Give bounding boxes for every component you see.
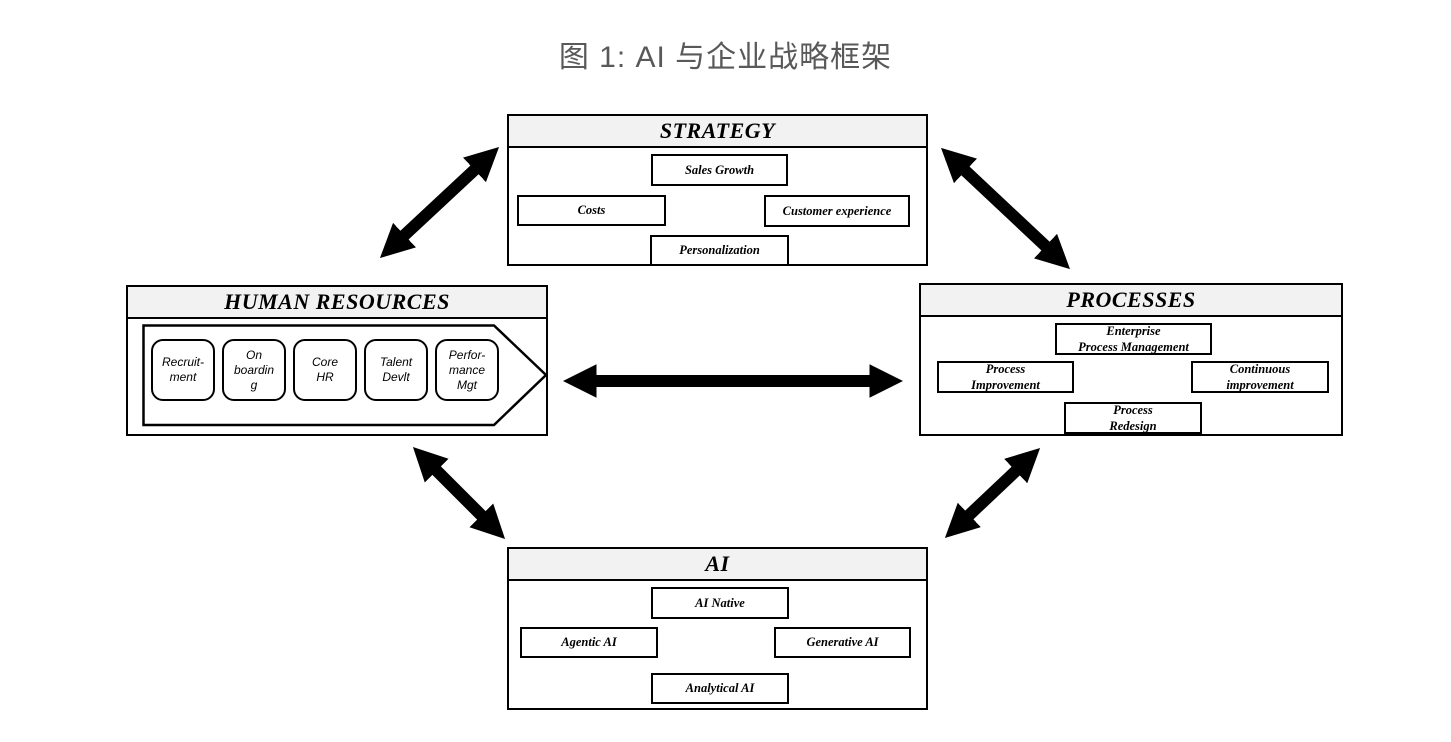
hr-stage-performance-mgt: Perfor- mance Mgt bbox=[435, 339, 499, 401]
processes-panel: PROCESSES Enterprise Process Management … bbox=[919, 283, 1343, 436]
ai-header: AI bbox=[509, 549, 926, 581]
ai-box-analytical-ai: Analytical AI bbox=[651, 673, 789, 704]
processes-header: PROCESSES bbox=[921, 285, 1341, 317]
strategy-box-sales-growth: Sales Growth bbox=[651, 154, 788, 186]
hr-stage-core-hr: Core HR bbox=[293, 339, 357, 401]
arrow-hr-strategy bbox=[379, 146, 500, 259]
figure-caption: 图 1: AI 与企业战略框架 bbox=[558, 41, 893, 74]
strategy-header: STRATEGY bbox=[509, 116, 926, 148]
arrow-processes-ai bbox=[944, 447, 1041, 539]
ai-box-ai-native: AI Native bbox=[651, 587, 789, 619]
human-resources-header: HUMAN RESOURCES bbox=[128, 287, 546, 319]
processes-box-process-improvement: Process Improvement bbox=[937, 361, 1074, 393]
hr-stage-row: Recruit- ment On boardin g Core HR Talen… bbox=[151, 339, 499, 401]
ai-panel: AI AI Native Agentic AI Generative AI An… bbox=[507, 547, 928, 710]
processes-box-process-redesign: Process Redesign bbox=[1064, 402, 1202, 434]
processes-box-enterprise-process-management: Enterprise Process Management bbox=[1055, 323, 1212, 355]
strategy-box-costs: Costs bbox=[517, 195, 666, 226]
processes-box-continuous-improvement: Continuous improvement bbox=[1191, 361, 1329, 393]
ai-box-generative-ai: Generative AI bbox=[774, 627, 911, 658]
human-resources-panel: HUMAN RESOURCES Recruit- ment On boardin… bbox=[126, 285, 548, 436]
hr-stage-talent-devlt: Talent Devlt bbox=[364, 339, 428, 401]
hr-stage-recruitment: Recruit- ment bbox=[151, 339, 215, 401]
strategy-box-personalization: Personalization bbox=[650, 235, 789, 266]
ai-box-agentic-ai: Agentic AI bbox=[520, 627, 658, 658]
arrow-hr-ai bbox=[412, 446, 506, 540]
hr-stage-onboarding: On boardin g bbox=[222, 339, 286, 401]
arrow-strategy-processes bbox=[940, 147, 1071, 270]
strategy-panel: STRATEGY Sales Growth Costs Customer exp… bbox=[507, 114, 928, 266]
strategy-box-customer-experience: Customer experience bbox=[764, 195, 910, 227]
